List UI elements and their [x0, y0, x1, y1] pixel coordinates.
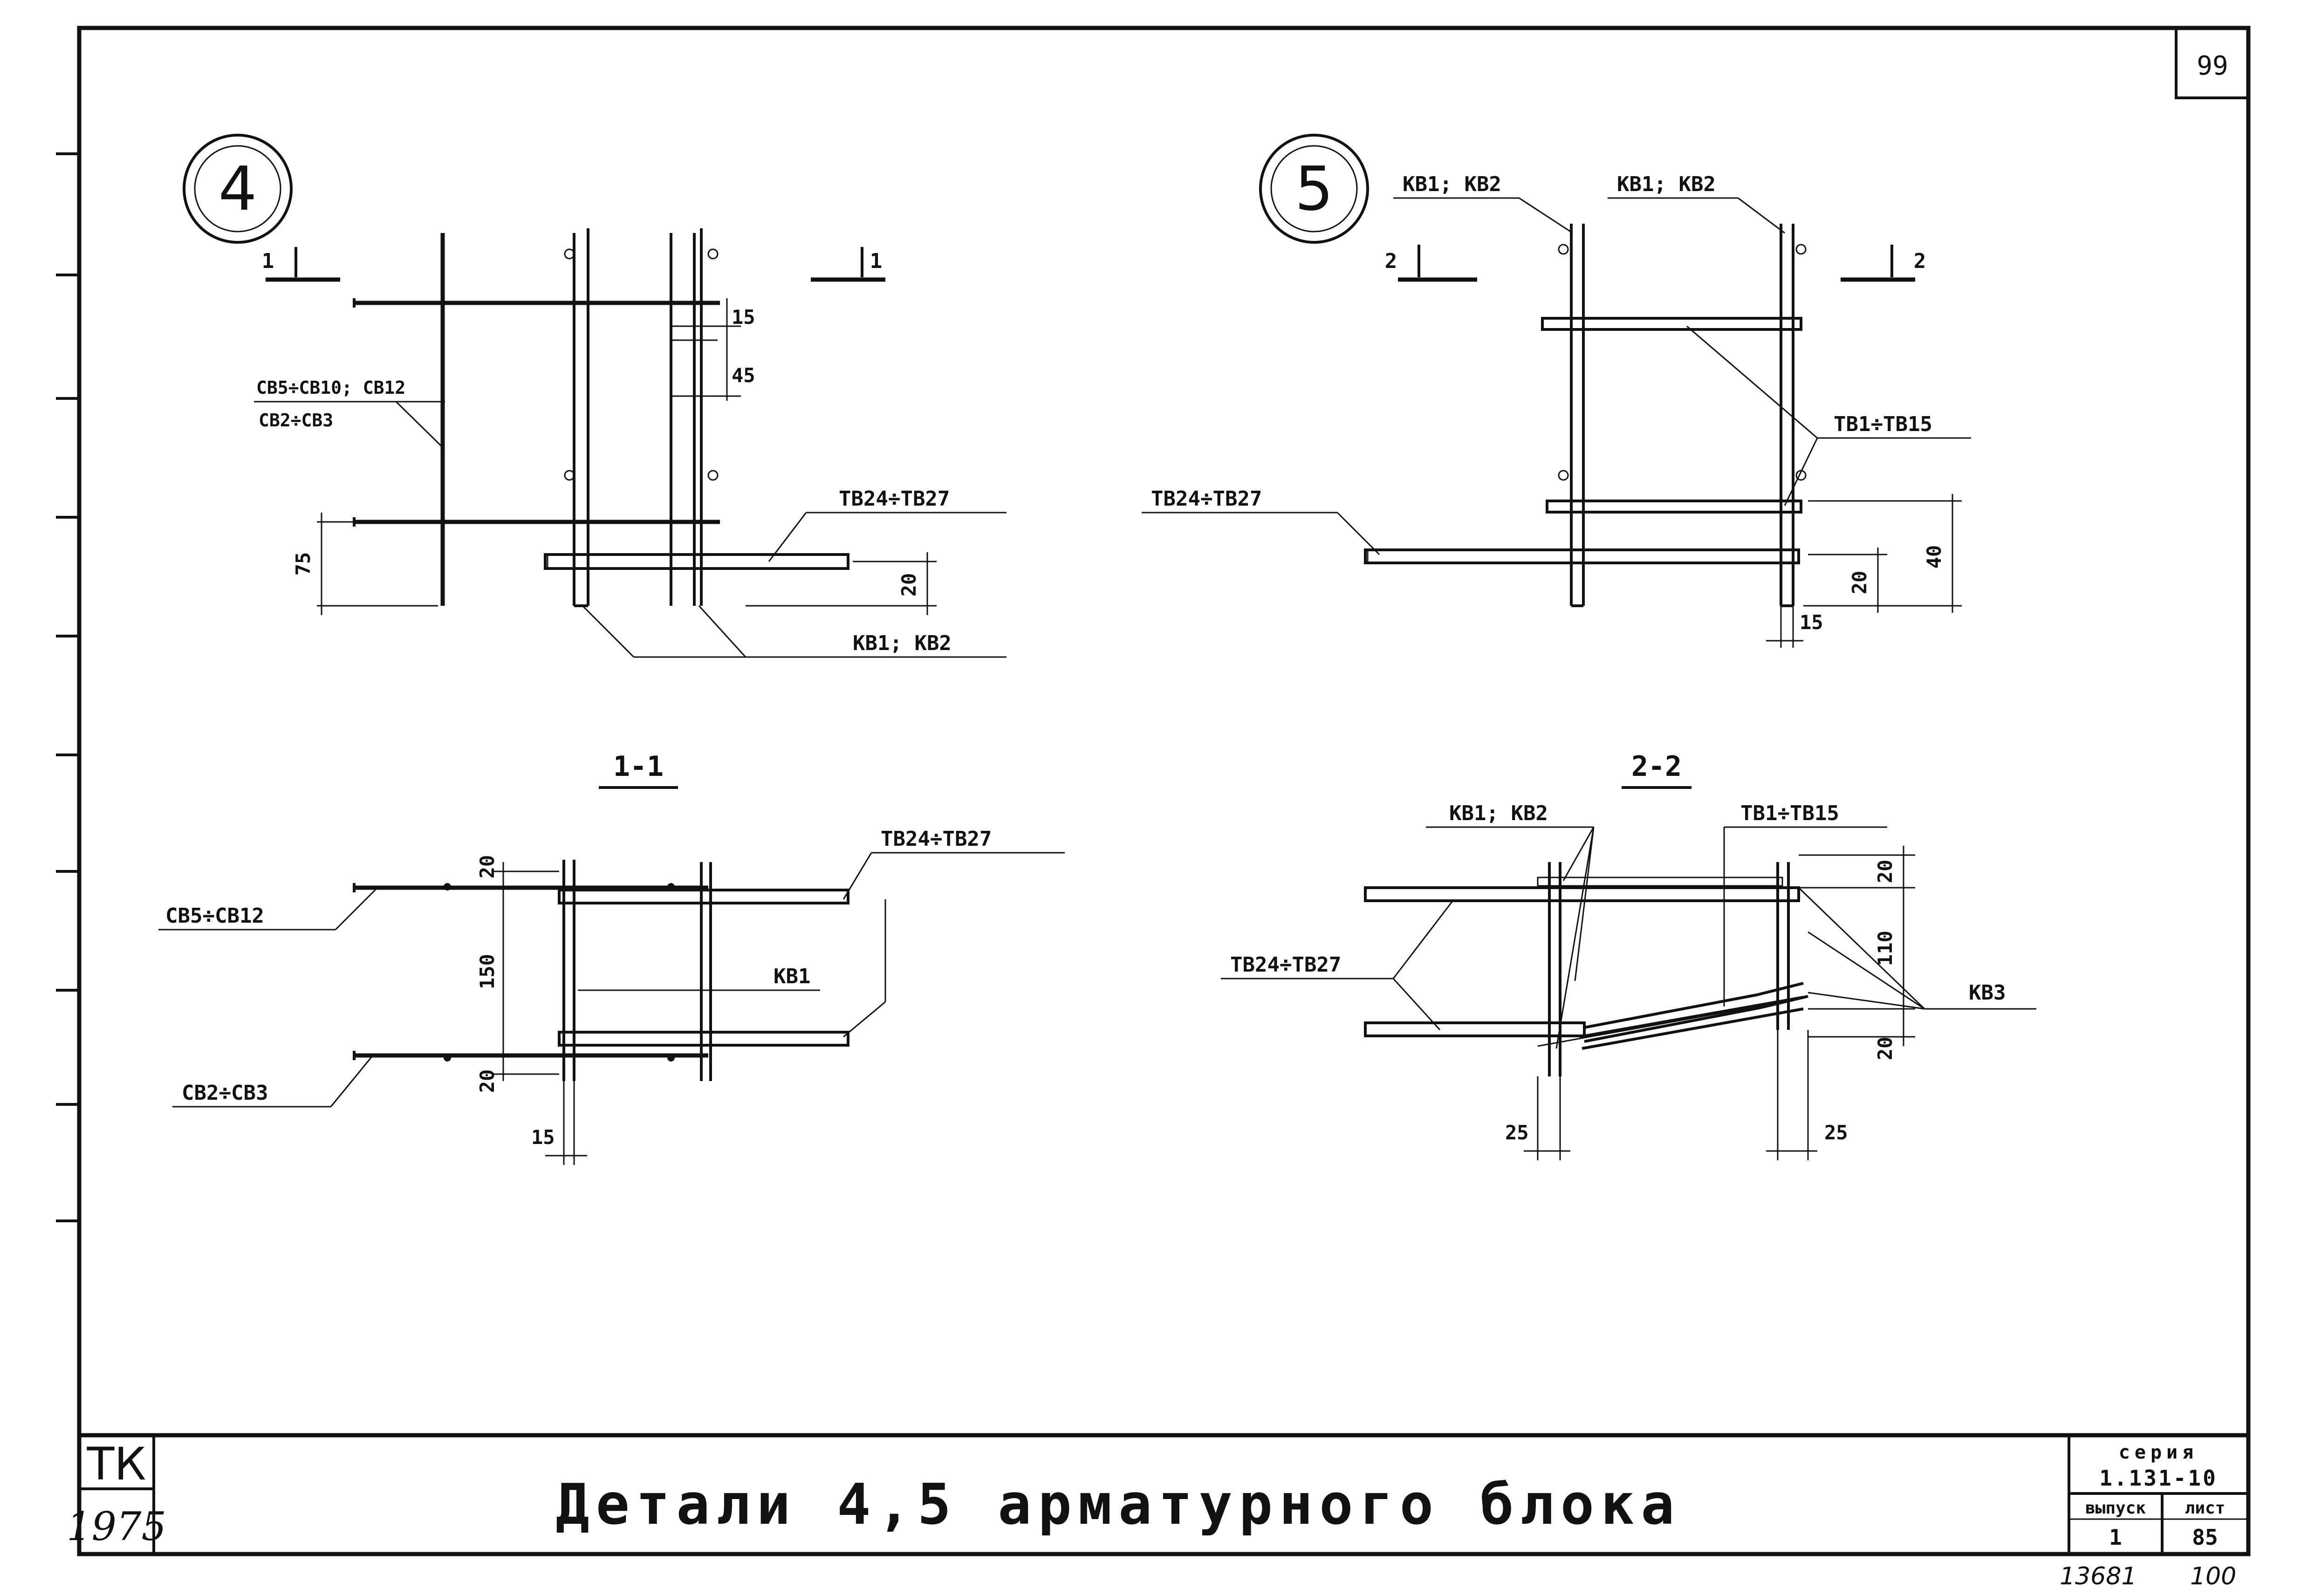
sheet-frame [56, 26, 2251, 1556]
detail-5-label-kb-right: КВ1; КВ2 [1617, 172, 1716, 196]
detail-5-cut-right: 2 [1914, 249, 1926, 273]
section-1-1-label-kb1: КВ1 [774, 965, 810, 988]
section-2-2-label-tb24: ТВ24÷ТВ27 [1230, 953, 1341, 977]
series-label: серия [2119, 1442, 2198, 1463]
section-1-1-dim-20-bot: 20 [476, 1069, 499, 1093]
section-2-2-label-kb3: КВ3 [1969, 981, 2006, 1005]
title-block: ТК 1975 Детали 4,5 арматурного блока сер… [67, 1435, 2248, 1554]
detail-4-cut-left: 1 [262, 249, 274, 273]
detail-5-dim-20: 20 [1848, 571, 1871, 595]
detail-4-dim-15: 15 [732, 306, 755, 329]
section-1-1-label-cb5: СВ5÷СВ12 [165, 904, 264, 928]
section-2-2-label-kb: КВ1; КВ2 [1449, 801, 1548, 825]
section-1-1-label-cb2: СВ2÷СВ3 [182, 1081, 268, 1105]
detail-4-label-cb2: СВ2÷СВ3 [259, 410, 333, 431]
detail-5-label-kb-left: КВ1; КВ2 [1403, 172, 1501, 196]
sheet-label: лист [2185, 1499, 2226, 1518]
page-number-handwritten: 100 [2190, 1562, 2236, 1590]
detail-5-dim-40: 40 [1923, 545, 1945, 569]
year: 1975 [67, 1504, 166, 1549]
sheet-number-top: 99 [2197, 51, 2228, 81]
detail-4-cut-right: 1 [870, 249, 883, 273]
section-2-2-title: 2-2 [1631, 750, 1682, 783]
detail-4-label-kb: КВ1; КВ2 [853, 631, 952, 655]
detail-4-marker: 4 [219, 153, 257, 224]
detail-5-marker-circle [1259, 134, 1369, 244]
detail-5-label-tb24: ТВ24÷ТВ27 [1151, 487, 1262, 511]
series-value: 1.131-10 [2099, 1466, 2218, 1491]
section-2-2-dim-20-top: 20 [1874, 860, 1897, 884]
detail-4-marker-circle [183, 134, 293, 244]
section-2-2-label-tb1: ТВ1÷ТВ15 [1740, 801, 1839, 825]
detail-4-dim-45: 45 [732, 364, 755, 387]
section-1-1-title: 1-1 [613, 750, 664, 783]
inventory-number: 13681 [2060, 1562, 2137, 1590]
detail-4-dim-20: 20 [897, 573, 920, 597]
section-1-1-dim-150: 150 [476, 954, 499, 989]
section-2-2: 2-2 КВ1; КВ2 ТВ1÷ТВ15 ТВ24÷ТВ27 КВ3 [1221, 750, 2036, 1160]
section-2-2-dim-20-bot: 20 [1874, 1037, 1897, 1061]
detail-4-dim-75: 75 [292, 552, 315, 576]
section-2-2-dim-25-left: 25 [1505, 1121, 1529, 1144]
org-code: ТК [87, 1438, 146, 1490]
detail-4-label-cb5: СВ5÷СВ10; СВ12 [256, 377, 405, 398]
section-1-1-label-tb24: ТВ24÷ТВ27 [881, 827, 992, 851]
detail-5-dim-15: 15 [1800, 611, 1823, 634]
section-2-2-dim-110: 110 [1874, 931, 1897, 966]
issue-label: выпуск [2085, 1499, 2146, 1518]
detail-5-label-tb1: ТВ1÷ТВ15 [1834, 412, 1932, 436]
sheet-number-box: 99 [2175, 27, 2250, 99]
issue-value: 1 [2109, 1525, 2122, 1550]
detail-5-cut-left: 2 [1385, 249, 1397, 273]
section-1-1-dim-20-top: 20 [476, 855, 499, 879]
drawing-title: Детали 4,5 арматурного блока [556, 1473, 1681, 1537]
section-1-1-dim-15: 15 [531, 1126, 555, 1149]
detail-5: 5 2 2 КВ1; КВ2 КВ1; КВ2 ТВ1÷ТВ15 [1142, 134, 1971, 648]
detail-4-label-tb24: ТВ24÷ТВ27 [839, 487, 950, 511]
section-1-1: 1-1 20 150 20 15 СВ5÷СВ12 [158, 750, 1065, 1165]
section-2-2-dim-25-right: 25 [1824, 1121, 1848, 1144]
detail-5-marker: 5 [1295, 153, 1334, 224]
sheet-value: 85 [2192, 1525, 2218, 1550]
detail-4: 4 1 1 15 45 [183, 134, 1007, 658]
